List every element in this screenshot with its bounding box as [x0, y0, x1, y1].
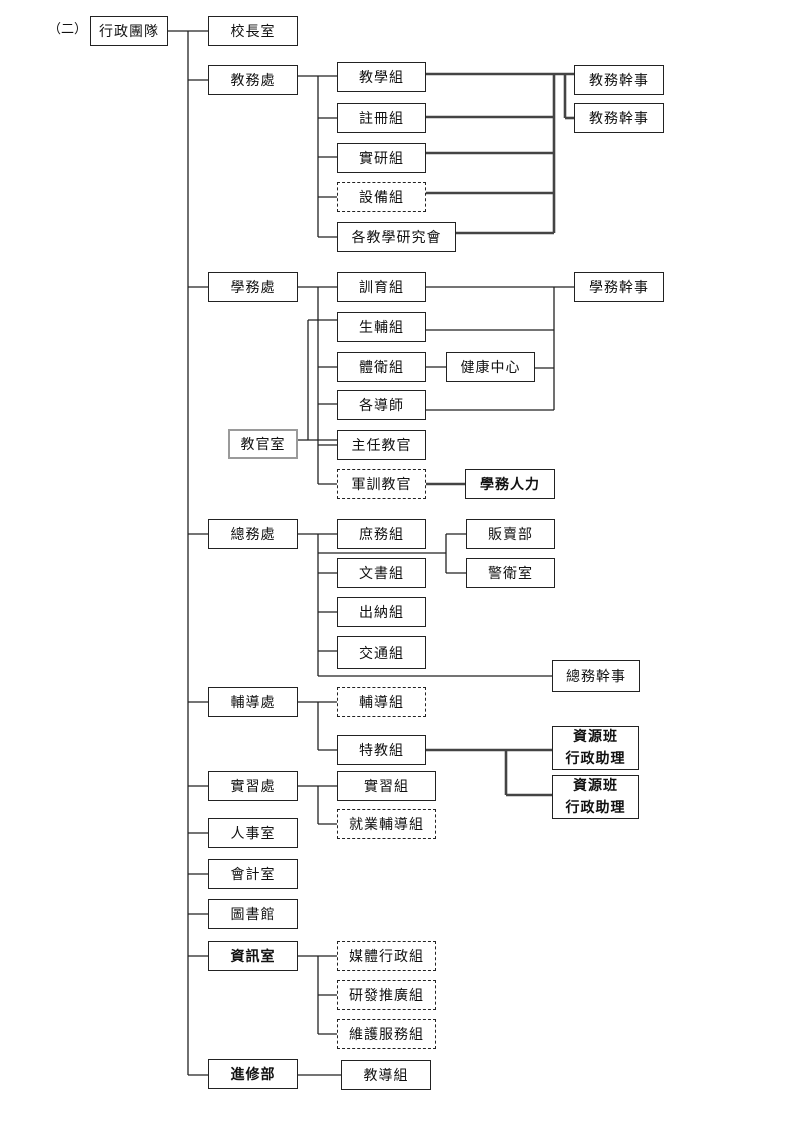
registry-group: 註冊組 — [337, 103, 426, 133]
teaching-committees: 各教學研究會 — [337, 222, 456, 252]
military-office: 教官室 — [228, 429, 298, 459]
academic-office: 教務處 — [208, 65, 298, 95]
military-instructor: 軍訓教官 — [337, 469, 426, 499]
teaching-group: 教學組 — [337, 62, 426, 92]
resource-class-assistant-2: 資源班 行政助理 — [552, 775, 639, 819]
sports-health-group: 體衛組 — [337, 352, 426, 382]
research-group: 實研組 — [337, 143, 426, 173]
practice-office: 實習處 — [208, 771, 298, 801]
cashier-group: 出納組 — [337, 597, 426, 627]
admin-assistant-label: 行政助理 — [565, 751, 626, 767]
academic-secretary-2: 教務幹事 — [574, 103, 664, 133]
resource-class-label: 資源班 — [573, 729, 618, 745]
student-office: 學務處 — [208, 272, 298, 302]
student-affairs-staff: 學務人力 — [465, 469, 555, 499]
shop: 販賣部 — [466, 519, 555, 549]
chief-instructor: 主任教官 — [337, 430, 426, 460]
equipment-group: 設備組 — [337, 182, 426, 212]
accounting-office: 會計室 — [208, 859, 298, 889]
career-guidance-group: 就業輔導組 — [337, 809, 436, 839]
transport-group: 交通組 — [337, 636, 426, 669]
documents-group: 文書組 — [337, 558, 426, 588]
general-secretary: 總務幹事 — [552, 660, 640, 692]
personnel-office: 人事室 — [208, 818, 298, 848]
counseling-office: 輔導處 — [208, 687, 298, 717]
homeroom-teachers: 各導師 — [337, 390, 426, 420]
admin-assistant-label: 行政助理 — [565, 800, 626, 816]
maintenance-service-group: 維護服務組 — [337, 1019, 436, 1049]
resource-class-assistant-1: 資源班 行政助理 — [552, 726, 639, 770]
health-center: 健康中心 — [446, 352, 535, 382]
info-office: 資訊室 — [208, 941, 298, 971]
guard-room: 警衛室 — [466, 558, 555, 588]
continuing-division: 進修部 — [208, 1059, 298, 1089]
media-admin-group: 媒體行政組 — [337, 941, 436, 971]
general-affairs-group: 庶務組 — [337, 519, 426, 549]
teaching-guidance-group: 教導組 — [341, 1060, 431, 1090]
root-node: 行政團隊 — [90, 16, 168, 46]
principal-office: 校長室 — [208, 16, 298, 46]
counseling-group: 輔導組 — [337, 687, 426, 717]
library: 圖書館 — [208, 899, 298, 929]
student-secretary: 學務幹事 — [574, 272, 664, 302]
student-guidance-group: 生輔組 — [337, 312, 426, 342]
general-office: 總務處 — [208, 519, 298, 549]
discipline-group: 訓育組 — [337, 272, 426, 302]
internship-group: 實習組 — [337, 771, 436, 801]
rnd-promotion-group: 研發推廣組 — [337, 980, 436, 1010]
academic-secretary-1: 教務幹事 — [574, 65, 664, 95]
section-label: （二） — [48, 22, 88, 37]
resource-class-label: 資源班 — [573, 778, 618, 794]
special-education-group: 特教組 — [337, 735, 426, 765]
